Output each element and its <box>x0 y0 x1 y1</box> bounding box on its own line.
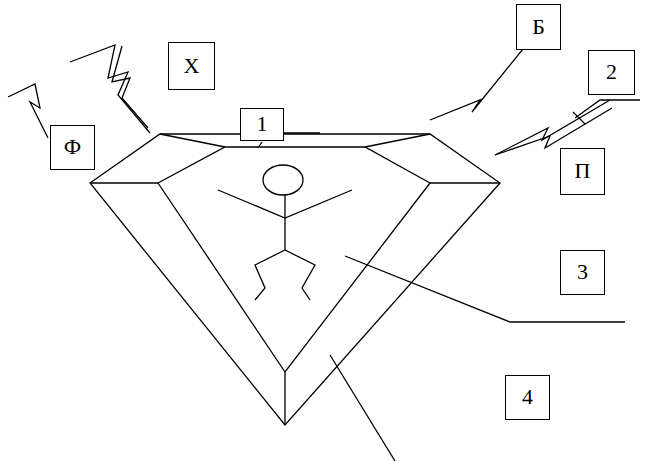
figure-leg <box>285 250 315 300</box>
gem-facet <box>365 134 430 147</box>
callout-label: П <box>575 159 591 183</box>
figure-leg <box>255 250 285 300</box>
callout-label: 3 <box>577 260 588 284</box>
figure-head <box>263 165 303 195</box>
gem-facet <box>90 182 158 183</box>
cross-mark <box>573 112 585 124</box>
callout-label: 4 <box>522 385 533 409</box>
callout-label: Б <box>532 15 545 39</box>
lightning-bolt <box>495 100 610 155</box>
callout-box: 1 <box>240 108 284 141</box>
leader-line <box>284 132 320 133</box>
gem-facet <box>160 134 225 147</box>
callout-box: 4 <box>505 375 550 420</box>
lightning-bolt <box>8 84 48 138</box>
figure-arms <box>218 190 352 218</box>
leader-line <box>575 100 640 118</box>
callout-label: Ф <box>64 135 81 159</box>
callout-box: 3 <box>560 250 605 295</box>
callout-box: 2 <box>588 50 635 95</box>
callout-box: П <box>560 148 605 195</box>
gem-facet <box>430 182 500 183</box>
figure-body <box>284 195 285 250</box>
gem-outer <box>90 134 500 425</box>
lightning-bolt <box>112 46 148 128</box>
callout-label: 2 <box>606 60 617 84</box>
gem-inner <box>158 183 430 372</box>
gem-table <box>158 147 430 183</box>
callout-label: 1 <box>257 112 268 136</box>
callout-box: Б <box>516 4 561 50</box>
callout-label: Х <box>184 54 200 78</box>
lightning-bolt <box>70 45 150 133</box>
gem-facet <box>284 372 285 425</box>
leader-line <box>258 142 262 148</box>
leader-line <box>330 355 395 461</box>
callout-box: Ф <box>50 125 95 170</box>
callout-box: Х <box>168 42 215 90</box>
